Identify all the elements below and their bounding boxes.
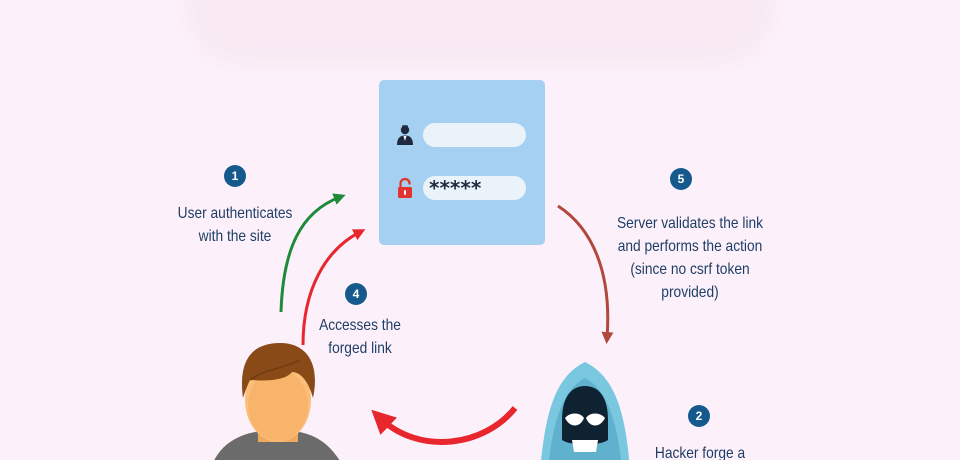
step-1-line-1: User authenticates <box>177 205 293 222</box>
arrow-site-to-hacker <box>557 204 614 344</box>
user-icon <box>397 125 413 145</box>
step-1-line-2: with the site <box>198 228 272 245</box>
step-5-badge: 5 <box>670 168 692 190</box>
step-2-badge: 2 <box>688 405 710 427</box>
arrow-hacker-to-user <box>371 406 518 445</box>
step-5-text: Server validates the link and performs t… <box>595 212 784 304</box>
step-2-text: Hacker forge a <box>623 442 778 460</box>
top-cloud-decoration <box>185 0 775 65</box>
arrow-forged-link-to-site <box>301 229 366 346</box>
step-5-line-2: and performs the action <box>617 238 763 255</box>
step-2-line-1: Hacker forge a <box>654 445 746 460</box>
step-5-line-1: Server validates the link <box>616 215 764 232</box>
step-5-line-3: (since no csrf token <box>630 261 750 278</box>
step-1-text: User authenticates with the site <box>149 202 321 248</box>
step-1-badge: 1 <box>224 165 246 187</box>
password-mask: ***** <box>429 176 482 200</box>
lock-icon <box>398 177 412 198</box>
username-field[interactable] <box>423 123 526 147</box>
step-4-badge: 4 <box>345 283 367 305</box>
password-field[interactable]: ***** <box>423 176 526 200</box>
arrow-user-to-site <box>279 193 346 313</box>
step-4-text: Accesses the forged link <box>291 314 429 360</box>
step-5-line-4: provided) <box>661 284 719 301</box>
step-4-line-2: forged link <box>328 340 392 357</box>
step-4-line-1: Accesses the <box>319 317 401 334</box>
login-panel: ***** <box>379 80 545 245</box>
